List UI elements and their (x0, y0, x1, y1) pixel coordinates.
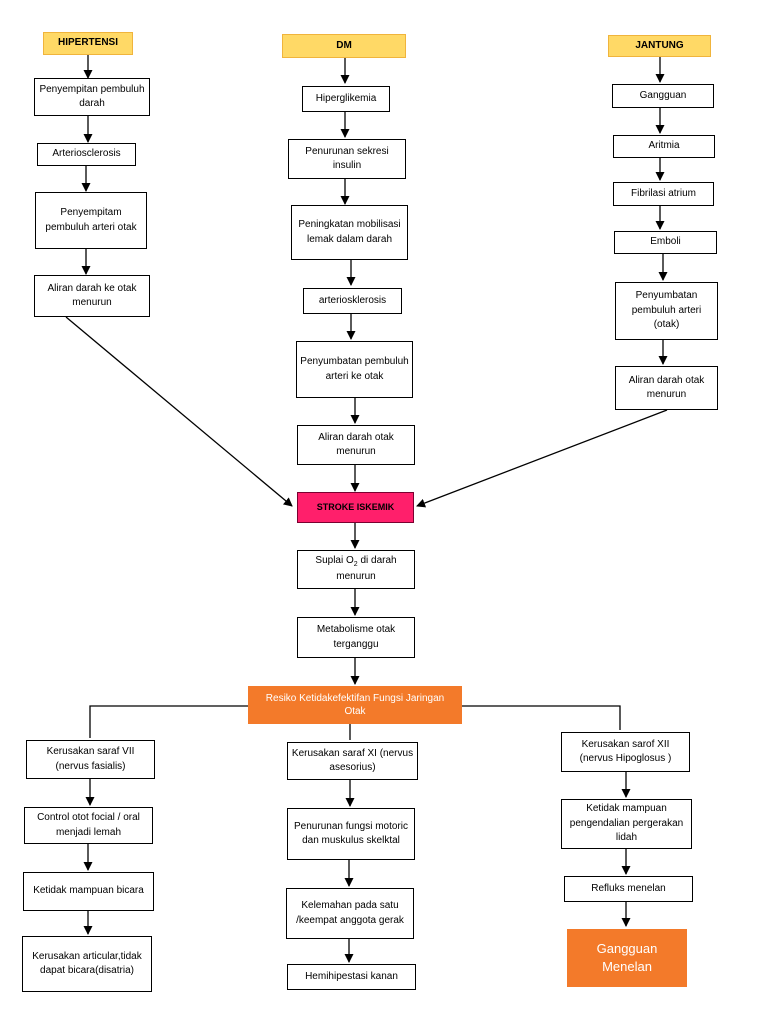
dm-step-1: Hiperglikemia (302, 86, 390, 112)
right-step-1: Kerusakan sarof XII (nervus Hipoglosus ) (561, 732, 690, 772)
branch-line (462, 705, 621, 730)
jantung-step-1: Gangguan (612, 84, 714, 108)
branch-line (89, 705, 248, 738)
dm-step-5: Penyumbatan pembuluh arteri ke otak (296, 341, 413, 398)
final-gangguan-menelan: Gangguan Menelan (567, 929, 687, 987)
hipertensi-step-1: Penyempitan pembuluh darah (34, 78, 150, 116)
cause-hipertensi: HIPERTENSI (43, 32, 133, 55)
left-step-2: Control otot focial / oral menjadi lemah (24, 807, 153, 844)
stroke-iskemik: STROKE ISKEMIK (297, 492, 414, 523)
right-step-2: Ketidak mampuan pengendalian pergerakan … (561, 799, 692, 849)
right-step-3: Refluks menelan (564, 876, 693, 902)
cause-jantung: JANTUNG (608, 35, 711, 57)
mid-step-1: Kerusakan saraf XI (nervus asesorius) (287, 742, 418, 780)
mid-step-2: Penurunan fungsi motoric dan muskulus sk… (287, 808, 415, 860)
suplai-o2: Suplai O2 di darah menurun (297, 550, 415, 589)
left-step-4: Kerusakan articular,tidak dapat bicara(d… (22, 936, 152, 992)
jantung-step-6: Aliran darah otak menurun (615, 366, 718, 410)
dm-step-6: Aliran darah otak menurun (297, 425, 415, 465)
mid-step-3: Kelemahan pada satu /keempat anggota ger… (286, 888, 414, 939)
hipertensi-step-3: Penyempitam pembuluh arteri otak (35, 192, 147, 249)
jantung-step-2: Aritmia (613, 135, 715, 158)
dm-step-3: Peningkatan mobilisasi lemak dalam darah (291, 205, 408, 260)
suplai-text: Suplai O2 di darah menurun (315, 555, 397, 583)
cause-dm: DM (282, 34, 406, 58)
hipertensi-step-2: Arteriosclerosis (37, 143, 136, 166)
left-step-1: Kerusakan saraf VII (nervus fasialis) (26, 740, 155, 779)
jantung-step-4: Emboli (614, 231, 717, 254)
risk-diagnosis: Resiko Ketidakefektifan Fungsi Jaringan … (248, 686, 462, 724)
hipertensi-step-4: Aliran darah ke otak menurun (34, 275, 150, 317)
jantung-step-5: Penyumbatan pembuluh arteri (otak) (615, 282, 718, 340)
jantung-step-3: Fibrilasi atrium (613, 182, 714, 206)
dm-step-4: arteriosklerosis (303, 288, 402, 314)
metabolisme-otak: Metabolisme otak terganggu (297, 617, 415, 658)
left-step-3: Ketidak mampuan bicara (23, 872, 154, 911)
mid-step-4: Hemihipestasi kanan (287, 964, 416, 990)
dm-step-2: Penurunan sekresi insulin (288, 139, 406, 179)
arrow (416, 409, 668, 508)
arrow (65, 316, 293, 507)
